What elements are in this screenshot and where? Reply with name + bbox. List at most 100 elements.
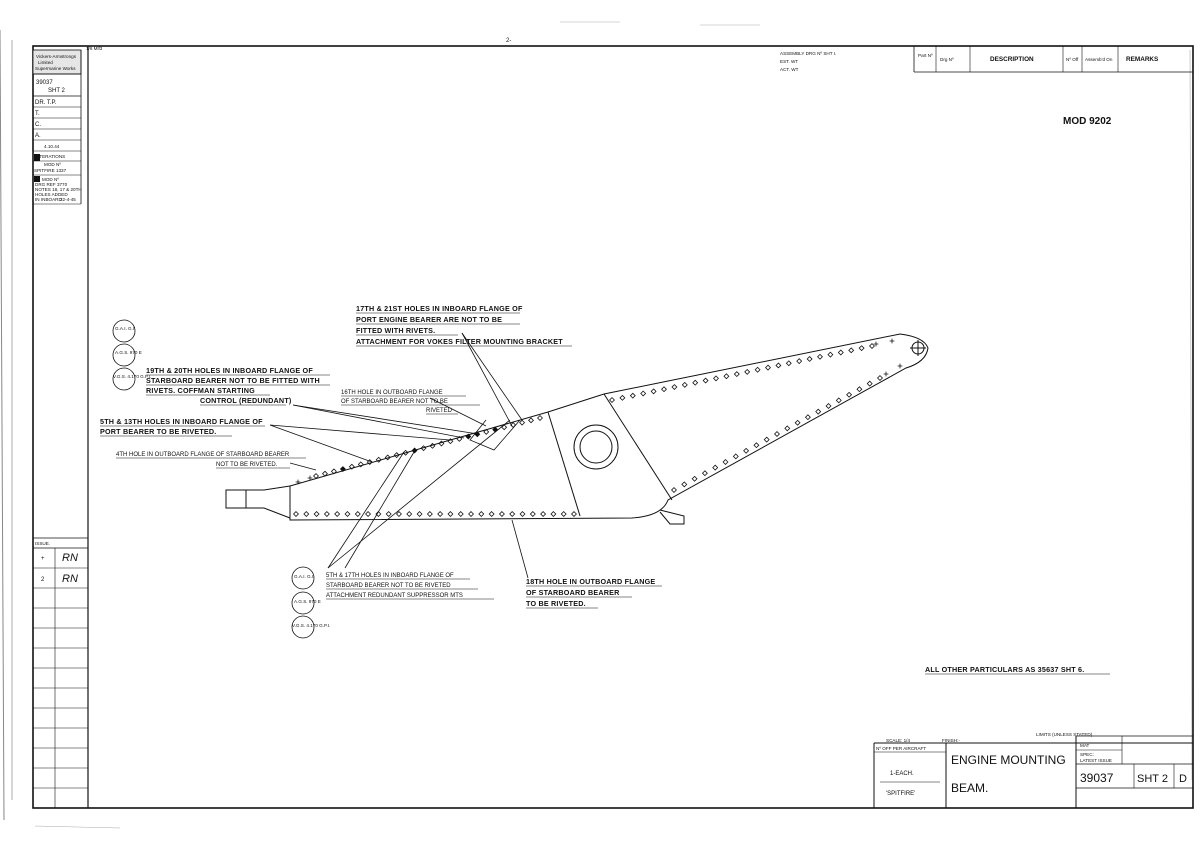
bubble-bottom-3: V.G.S. 4.170 G.P.I. (292, 623, 330, 628)
rivet-hole (426, 511, 433, 517)
rivet-hole-unriveted (883, 371, 889, 377)
note-17-21-line-4: ATTACHMENT FOR VOKES FILTER MOUNTING BRA… (356, 337, 563, 346)
rivet-hole (732, 453, 739, 460)
rivet-hole (519, 419, 526, 426)
rivet-hole (393, 452, 400, 459)
rivet-hole (763, 436, 770, 443)
rivet-hole (619, 394, 626, 401)
rivet-hole (321, 470, 328, 477)
note-16-line-1: 16TH HOLE IN OUTBOARD FLANGE (341, 390, 443, 396)
rivet-hole (339, 466, 346, 473)
rivet-hole (519, 511, 526, 517)
rivet-hole (733, 371, 740, 378)
assembly-drawing-line: ASSEMBLY DRG Nº SHT I. (780, 51, 836, 56)
boss-outer (573, 424, 619, 470)
strip-dr: DR. T.P. (35, 100, 57, 106)
rivet-hole (416, 511, 423, 517)
rivet-hole (385, 511, 392, 517)
rivet-hole (488, 511, 495, 517)
rivet-hole (877, 375, 883, 381)
tb-title-line-1: ENGINE MOUNTING (951, 753, 1066, 767)
strip-date: 4.10.44 (44, 144, 60, 149)
note-16-line-3: RIVETED (426, 408, 453, 414)
note-19-20-line-3: RIVETS. COFFMAN STARTING (146, 386, 255, 395)
rivet-hole (609, 397, 615, 403)
rivet-hole (330, 468, 337, 475)
issue-2-initials: RN (62, 573, 78, 585)
rivet-hole (681, 481, 688, 488)
rivet-hole (420, 445, 427, 452)
note-5-13: 5TH & 13TH HOLES IN INBOARD FLANGE OF PO… (100, 417, 263, 436)
rivet-hole (712, 464, 719, 471)
tb-aircraft: 'SPITFIRE' (886, 791, 915, 797)
rivet-hole (509, 511, 516, 517)
strip-ch: C. (35, 122, 41, 128)
issue-2-no: 2 (41, 577, 45, 583)
engine-mounting-beam (225, 333, 929, 525)
company-line-1: Vickers-Armstrongs (36, 54, 77, 59)
rivet-hole (837, 349, 844, 356)
rivet-hole (384, 454, 391, 461)
note-16-line-2: OF STARBOARD BEARER NOT TO BE (341, 399, 448, 405)
tb-limits: LIMITS (UNLESS STATED) (1036, 732, 1093, 737)
rivet-hole (702, 377, 709, 384)
tb-title-line-2: BEAM. (951, 781, 988, 795)
bubble-bottom-2: A.G.S. 970 E (294, 599, 321, 604)
issue-label: ISSUE. (35, 541, 50, 546)
rivet-hole (753, 442, 760, 449)
rivet-hole (701, 470, 708, 477)
corner-mark: 1/6 Mlf3 (86, 46, 103, 51)
rivet-hole-unriveted (307, 475, 313, 481)
title-block: SCALE: 1/4 FINISH:- LIMITS (UNLESS STATE… (873, 732, 1193, 808)
strip-mod-note-1: MOD Nº (42, 177, 59, 182)
sheet-mark: 2- (506, 38, 511, 44)
rivet-holes (293, 338, 903, 517)
note-19-20-line-2: STARBOARD BEARER NOT TO BE FITTED WITH (146, 376, 320, 385)
strip-sheet: SHT 2 (48, 88, 66, 94)
note-19-20-line-1: 19TH & 20TH HOLES IN INBOARD FLANGE OF (146, 366, 313, 375)
rivet-hole (465, 433, 472, 440)
actual-weight: ACT. WT (780, 67, 799, 72)
alteration-mark (34, 154, 40, 161)
rivet-hole (529, 511, 536, 517)
tb-scale: SCALE: 1/4 (886, 738, 910, 743)
rivet-hole (650, 388, 657, 395)
tb-issue: D (1179, 773, 1187, 785)
rivet-hole (785, 360, 792, 367)
rivet-hole (744, 368, 751, 375)
bubble-left-2: A.G.S. 970 E (115, 350, 142, 355)
strip-tr: T. (35, 111, 40, 117)
tb-spec-issue: LATEST ISSUE (1080, 758, 1112, 763)
rivet-hole (528, 417, 535, 424)
tb-no-off-label: Nº OFF PER AIRCRAFT (876, 746, 926, 751)
tb-sheet: SHT 2 (1137, 773, 1168, 785)
rivet-hole (334, 511, 341, 517)
rivet-hole (856, 386, 863, 393)
note-19-20: 19TH & 20TH HOLES IN INBOARD FLANGE OF S… (146, 366, 320, 405)
note-5-13-line-2: PORT BEARER TO BE RIVETED. (100, 427, 217, 436)
note-5-13-line-1: 5TH & 13TH HOLES IN INBOARD FLANGE OF (100, 417, 263, 426)
note-4: 4TH HOLE IN OUTBOARD FLANGE OF STARBOARD… (116, 452, 290, 468)
strip-mod-note-3: NOTES 18, 17 & 20TH (35, 187, 82, 192)
strip-mod-note-6: 22-4-45 (60, 197, 76, 202)
col-remarks: REMARKS (1126, 56, 1159, 63)
beam-left-stub (225, 485, 291, 519)
rivet-hole (457, 511, 464, 517)
note-16: 16TH HOLE IN OUTBOARD FLANGE OF STARBOAR… (341, 390, 453, 414)
rivet-hole (671, 384, 678, 391)
note-underlines (100, 312, 1110, 675)
reference-bubbles-left (112, 319, 136, 391)
strip-ap: A. (35, 133, 41, 139)
note-17-21-line-2: PORT ENGINE BEARER ARE NOT TO BE (356, 315, 502, 324)
rivet-hole (681, 381, 688, 388)
rivet-hole (366, 459, 373, 466)
col-drg-no: Drg Nº (940, 57, 954, 62)
rivet-hole (447, 438, 454, 445)
beam-web-edge-right (603, 393, 673, 501)
rivet-hole (848, 347, 855, 354)
rivet-hole (640, 390, 647, 397)
rivet-hole (794, 419, 801, 426)
note-17-21-line-3: FITTED WITH RIVETS. (356, 326, 435, 335)
strip-alterations: ALTERATIONS (34, 154, 65, 159)
